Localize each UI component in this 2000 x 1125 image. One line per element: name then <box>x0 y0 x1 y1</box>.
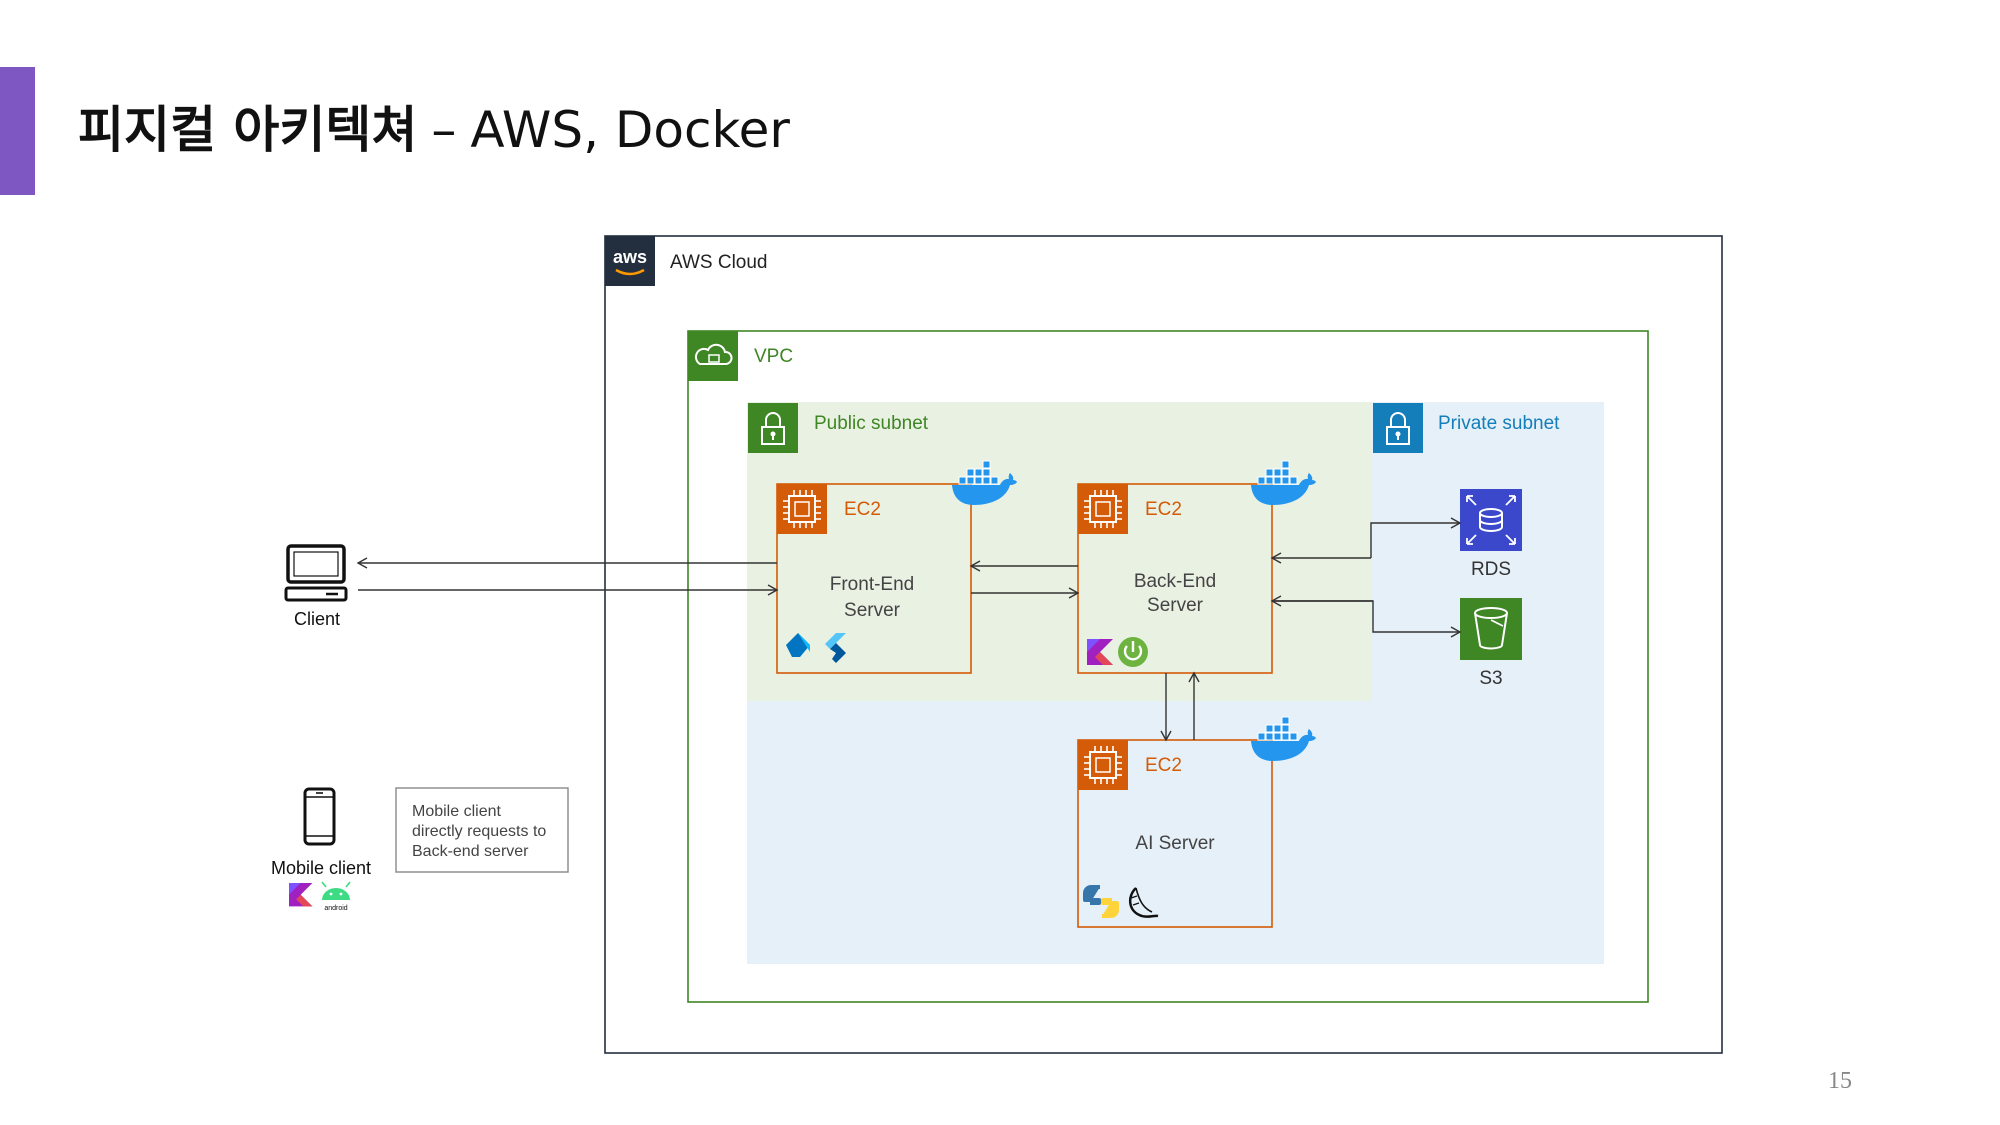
vpc-label: VPC <box>754 346 793 367</box>
android-wordmark: android <box>324 905 347 912</box>
kotlin-icon <box>289 883 313 907</box>
s3-bucket-icon <box>1460 598 1522 660</box>
ec2-chip-icon <box>1078 484 1128 534</box>
vpc-cloud-icon <box>688 331 738 381</box>
accent-bar <box>0 67 35 195</box>
client-node: Client <box>284 544 348 629</box>
private-subnet-label: Private subnet <box>1438 413 1560 434</box>
title-rest: AWS, Docker <box>470 101 790 159</box>
arrow-to-rds <box>1370 517 1462 558</box>
ec2-chip-icon <box>777 484 827 534</box>
title-separator: – <box>431 101 457 159</box>
public-subnet-area <box>747 402 1372 701</box>
flask-icon <box>1129 887 1159 918</box>
private-subnet-lock-icon <box>1373 403 1423 453</box>
android-icon: android <box>321 881 351 912</box>
ec2-chip-icon <box>1078 740 1128 790</box>
s3-label: S3 <box>1479 668 1502 689</box>
ai-server-node: EC2 AI Server <box>1077 739 1273 928</box>
frontend-ec2-label: EC2 <box>844 499 881 520</box>
ai-server-name: AI Server <box>1135 833 1215 854</box>
flutter-icon <box>825 633 846 663</box>
backend-ec2-label: EC2 <box>1145 499 1182 520</box>
spring-boot-icon <box>1118 637 1148 667</box>
mobile-client-node: Mobile client android <box>271 787 371 912</box>
smartphone-icon <box>303 787 336 846</box>
rds-icon <box>1460 489 1522 551</box>
aws-logo-text: aws <box>613 247 647 267</box>
public-subnet-label: Public subnet <box>814 413 929 434</box>
public-subnet-lock-icon <box>748 403 798 453</box>
client-label: Client <box>294 609 340 629</box>
aws-logo-badge <box>605 236 655 286</box>
connection-arrows <box>356 517 1462 742</box>
backend-name-line2: Server <box>1147 595 1204 616</box>
frontend-server-node: EC2 Front-End Server <box>776 483 972 674</box>
vpc-group: VPC <box>687 330 1649 1003</box>
frontend-name-line1: Front-End <box>830 574 914 595</box>
aws-cloud-group: aws AWS Cloud <box>604 235 1723 1054</box>
python-icon <box>1083 885 1119 918</box>
dart-icon <box>786 633 810 657</box>
note-line3: Back-end server <box>412 843 529 860</box>
backend-server-node: EC2 Back-End Server <box>1077 483 1273 674</box>
rds-node: RDS <box>1460 489 1522 580</box>
aws-cloud-label: AWS Cloud <box>670 252 768 273</box>
ai-ec2-label: EC2 <box>1145 755 1182 776</box>
mobile-client-label: Mobile client <box>271 858 371 878</box>
mobile-note-box: Mobile client directly requests to Back-… <box>395 787 569 873</box>
frontend-name-line2: Server <box>844 600 901 621</box>
backend-name-line1: Back-End <box>1134 571 1216 592</box>
aws-logo-icon: aws <box>605 236 655 286</box>
public-subnet-header: Public subnet <box>748 403 929 453</box>
note-line1: Mobile client <box>412 803 501 820</box>
laptop-icon <box>284 544 348 602</box>
slide-title: 피지컬 아키텍쳐–AWS, Docker <box>78 94 790 166</box>
title-korean: 피지컬 아키텍쳐 <box>78 101 418 159</box>
page-number: 15 <box>1828 1068 1852 1094</box>
s3-node: S3 <box>1460 598 1522 689</box>
private-subnet-header: Private subnet <box>1373 403 1560 453</box>
rds-label: RDS <box>1471 559 1511 580</box>
note-line2: directly requests to <box>412 823 546 840</box>
